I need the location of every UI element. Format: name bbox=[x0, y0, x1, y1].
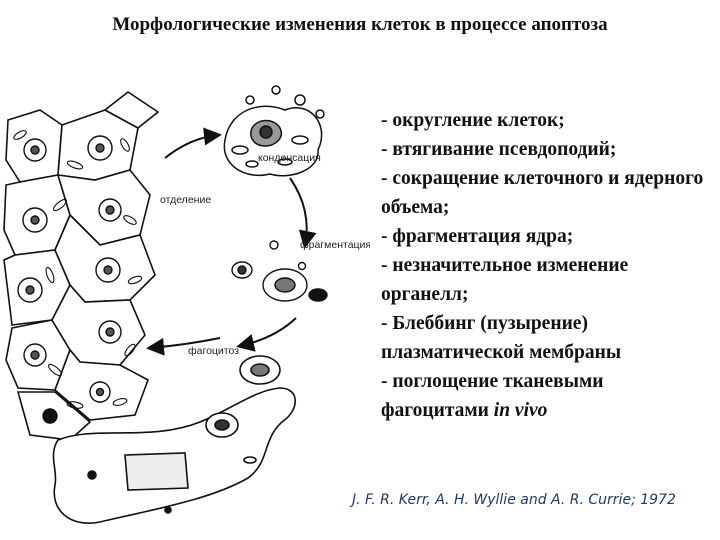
feature-item-4: - фрагментация ядра; bbox=[381, 226, 574, 247]
feature-item-5: - незначительное изменение органелл; bbox=[381, 255, 629, 305]
phagocyte bbox=[52, 355, 297, 524]
condensed-cell bbox=[223, 85, 325, 177]
citation: J. F. R. Kerr, A. H. Wyllie and A. R. Cu… bbox=[352, 492, 676, 508]
feature-item-7: - поглощение тканевыми фагоцитами in viv… bbox=[381, 367, 711, 425]
feature-item-6: - Блеббинг (пузырение) плазматической ме… bbox=[381, 313, 622, 363]
feature-item-1: - округление клеток; bbox=[381, 110, 565, 131]
apoptosis-diagram: конденсация отделение фрагментация фагоц… bbox=[0, 70, 370, 540]
feature-item-3: - сокращение клеточного и ядерного объем… bbox=[381, 168, 704, 218]
slide-title: Морфологические изменения клеток в проце… bbox=[112, 14, 608, 35]
tissue-nuclei bbox=[17, 135, 122, 424]
label-fragmentation: фрагментация bbox=[300, 239, 370, 251]
cycle-arrows bbox=[146, 127, 317, 356]
feature-item-2: - втягивание псевдоподий; bbox=[381, 139, 617, 160]
label-separation: отделение bbox=[160, 194, 211, 206]
label-phagocytosis: фагоцитоз bbox=[188, 345, 239, 357]
feature-item-7-text: - поглощение тканевыми фагоцитами bbox=[381, 371, 604, 421]
label-condensation: конденсация bbox=[258, 152, 321, 164]
feature-item-7-italic: in vivo bbox=[493, 400, 548, 421]
tissue-organelles bbox=[13, 130, 143, 409]
apoptotic-bodies bbox=[231, 240, 328, 302]
apoptosis-illustration: конденсация отделение фрагментация фагоц… bbox=[3, 85, 370, 524]
feature-list: - округление клеток; - втягивание псевдо… bbox=[381, 106, 711, 425]
